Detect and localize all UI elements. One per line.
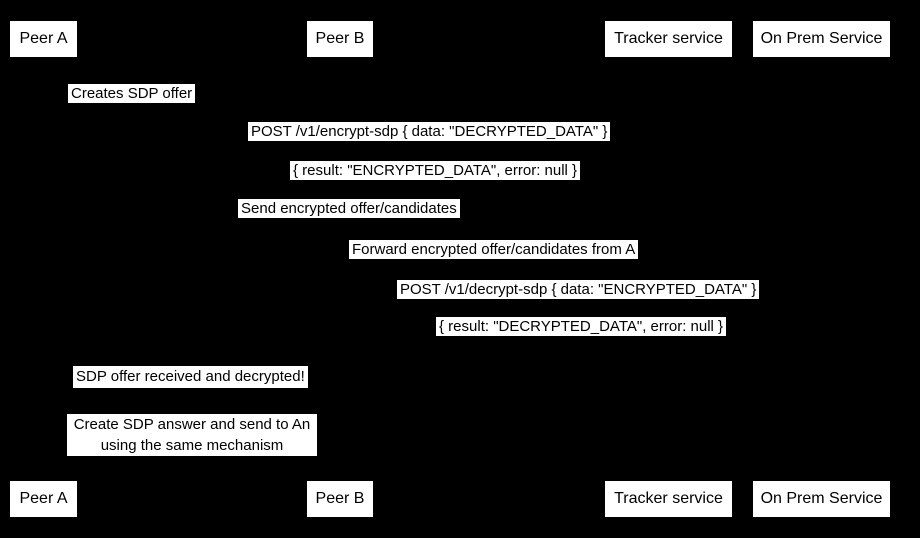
actor-on-prem-service-top: On Prem Service bbox=[753, 21, 890, 57]
note-creates-sdp-offer: Creates SDP offer bbox=[68, 84, 196, 103]
note-create-sdp-answer: Create SDP answer and send to An using t… bbox=[67, 414, 317, 456]
actor-on-prem-service-bottom: On Prem Service bbox=[753, 481, 890, 517]
actor-peer-b-top: Peer B bbox=[307, 21, 373, 57]
message-decrypt-result: { result: "DECRYPTED_DATA", error: null … bbox=[436, 317, 727, 336]
message-forward-encrypted-offer: Forward encrypted offer/candidates from … bbox=[349, 240, 639, 259]
message-encrypt-result: { result: "ENCRYPTED_DATA", error: null … bbox=[290, 161, 581, 180]
message-post-encrypt-sdp: POST /v1/encrypt-sdp { data: "DECRYPTED_… bbox=[248, 122, 611, 141]
actor-peer-a-top: Peer A bbox=[10, 21, 77, 57]
actor-peer-b-bottom: Peer B bbox=[307, 481, 373, 517]
actor-tracker-service-bottom: Tracker service bbox=[605, 481, 732, 517]
actor-peer-a-bottom: Peer A bbox=[10, 481, 77, 517]
actor-tracker-service-top: Tracker service bbox=[605, 21, 732, 57]
message-send-encrypted-offer: Send encrypted offer/candidates bbox=[238, 199, 460, 218]
note-sdp-offer-received: SDP offer received and decrypted! bbox=[73, 366, 308, 388]
message-post-decrypt-sdp: POST /v1/decrypt-sdp { data: "ENCRYPTED_… bbox=[397, 280, 760, 299]
